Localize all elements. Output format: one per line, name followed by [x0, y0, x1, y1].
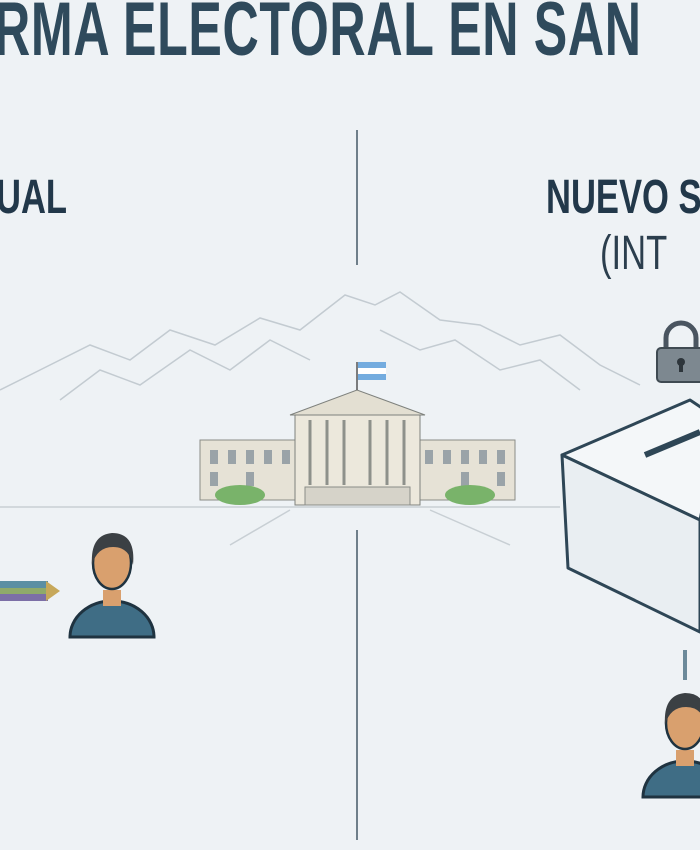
argentina-flag-icon — [358, 362, 386, 380]
ballot-box-icon — [560, 398, 700, 634]
multicolor-arrow-icon — [0, 581, 60, 601]
left-panel-heading: UAL — [0, 171, 68, 224]
lock-icon — [656, 320, 700, 383]
person-icon — [68, 533, 156, 639]
right-panel-subheading: (INT — [600, 227, 668, 280]
right-panel-heading: NUEVO S — [546, 171, 700, 224]
government-building-icon — [199, 362, 516, 506]
page-title: RMA ELECTORAL EN SAN — [0, 0, 642, 72]
mountains-icon — [0, 291, 641, 401]
person-icon — [641, 693, 700, 799]
